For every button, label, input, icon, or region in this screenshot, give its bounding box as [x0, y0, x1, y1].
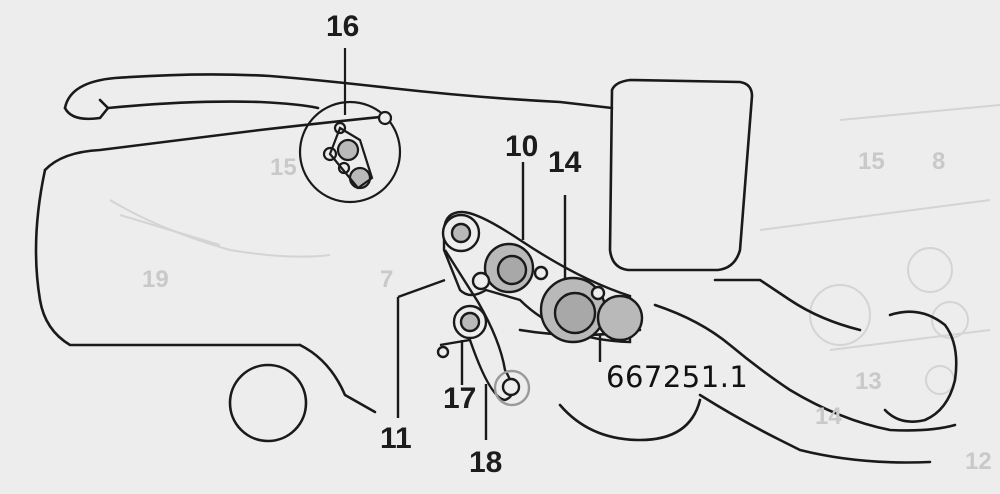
- inset-lower-pulley: [348, 166, 372, 190]
- ghost-pulley-c: [931, 301, 969, 339]
- ghost-label-7: 7: [380, 266, 394, 293]
- bottom-rear-line: [698, 393, 932, 464]
- ghost-auger-line-2: [119, 214, 221, 246]
- idler-11: [471, 271, 491, 291]
- inset-idler-c: [337, 161, 351, 175]
- pulley-18: [501, 377, 521, 397]
- ghost-label-13: 13: [855, 368, 882, 395]
- ghost-pulley-b: [907, 247, 953, 293]
- ghost-label-8: 8: [932, 148, 946, 175]
- ghost-auger-line: [109, 199, 331, 258]
- body-front-edge: [34, 168, 302, 347]
- callout-16: 16: [326, 10, 360, 43]
- ghost-layer: [109, 104, 1000, 395]
- pulley-17: [459, 311, 481, 333]
- callout-11: 11: [380, 422, 412, 455]
- ghost-label-19: 19: [142, 266, 169, 293]
- pulley-18-ring: [493, 369, 531, 407]
- top-pulley: [450, 222, 472, 244]
- roof-outline: [63, 73, 614, 110]
- pulley-code: [596, 294, 644, 342]
- roof-front-curve: [63, 106, 110, 121]
- part-code: 667251.1: [606, 360, 749, 394]
- ghost-top-line: [839, 104, 1000, 121]
- rear-lower-edge: [653, 303, 957, 432]
- cab-outline: [608, 78, 754, 272]
- inset-small-pulley: [377, 110, 393, 126]
- callout-18: 18: [469, 446, 503, 479]
- callout-14: 14: [548, 146, 582, 179]
- main-belt: [442, 210, 632, 344]
- belt-drive: [396, 162, 644, 440]
- callout-17: 17: [443, 382, 477, 415]
- leader-11-a: [397, 278, 446, 299]
- pulley-14-inner: [553, 291, 597, 335]
- tensioner-10: [533, 265, 549, 281]
- tensioner-14: [590, 285, 606, 301]
- front-wheel: [228, 363, 308, 443]
- pulley-10-inner: [496, 254, 528, 286]
- inset-center-pulley: [336, 138, 360, 162]
- ghost-pulley-a: [809, 284, 871, 346]
- rear-upper-edge: [713, 278, 862, 332]
- ghost-cross-line-2: [829, 329, 991, 351]
- callout-10: 10: [505, 130, 539, 163]
- roof-inner-line: [98, 98, 320, 110]
- idler-17: [436, 345, 450, 359]
- rear-wheel-partial: [558, 398, 702, 442]
- inset-16: [298, 48, 402, 204]
- inset-belt: [328, 126, 374, 190]
- ghost-label-12: 12: [965, 448, 992, 475]
- body-upper-edge: [43, 114, 392, 172]
- inset-circle: [298, 100, 402, 204]
- ghost-label-14: 14: [815, 403, 842, 430]
- ghost-label-15-right: 15: [858, 148, 885, 175]
- ghost-pulley-d: [925, 365, 955, 395]
- ghost-label-15: 15: [270, 154, 297, 181]
- body-lower-edge: [298, 343, 377, 414]
- ghost-cross-line: [759, 199, 991, 231]
- rear-wheel-arch: [883, 310, 958, 423]
